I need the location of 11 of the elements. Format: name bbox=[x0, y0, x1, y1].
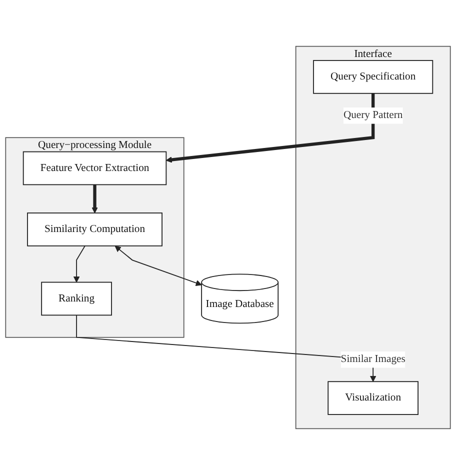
edge-label: Similar Images bbox=[340, 354, 406, 365]
edge-label: Query Pattern bbox=[343, 110, 403, 121]
arrow bbox=[92, 184, 98, 214]
node-box: Visualization bbox=[328, 381, 418, 415]
node-box: Ranking bbox=[41, 282, 112, 316]
node-box: Query Specification bbox=[313, 60, 434, 94]
arrow bbox=[166, 93, 375, 163]
node-box: Similarity Computation bbox=[27, 212, 162, 246]
node-box: Feature Vector Extraction bbox=[22, 151, 167, 186]
arrow bbox=[114, 246, 202, 286]
arrow bbox=[73, 245, 86, 283]
